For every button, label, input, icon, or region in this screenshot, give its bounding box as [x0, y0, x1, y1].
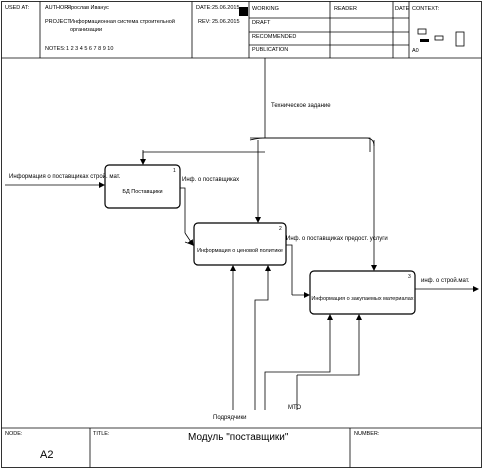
context-node: A0	[412, 48, 419, 54]
status-working: WORKING	[252, 6, 279, 12]
status-publication: PUBLICATION	[252, 47, 289, 53]
author-label: AUTHOR:	[45, 5, 70, 11]
project-label: PROJECT:	[45, 19, 72, 25]
used-at-label: USED AT:	[5, 5, 30, 11]
arrow-label-technical-task: Техническое задание	[271, 103, 331, 109]
status-recommended: RECOMMENDED	[252, 34, 297, 40]
node-label: NODE:	[5, 431, 23, 437]
reader-label: READER	[334, 6, 357, 12]
author-value: Ярослав Иванус	[67, 5, 109, 11]
date-value: 25.06.2015	[212, 5, 240, 11]
diagram-title: Модуль "поставщики"	[188, 432, 289, 443]
arrow-label-materials-out: инф. о строй.мат.	[421, 278, 470, 284]
activity-box-1-number: 1	[173, 168, 176, 174]
rev-label: REV:	[198, 19, 211, 25]
rev-value: 25.06.2015	[212, 19, 240, 25]
arrow-label-contractors: Подрядчики	[213, 415, 247, 421]
activity-box-3-number: 3	[408, 274, 411, 280]
title-label: TITLE:	[93, 431, 110, 437]
activity-box-2-label: Информация о ценовой политике	[197, 248, 283, 254]
arrow-label-supplier-out: Инф. о поставщиках	[182, 177, 240, 183]
project-value-line2: организации	[70, 27, 103, 33]
arrow-label-mto: МТО	[288, 405, 302, 411]
status-draft: DRAFT	[252, 20, 271, 26]
reader-date-label: DATE	[395, 6, 410, 12]
project-value-line1: Информационная система строительной	[70, 19, 175, 25]
date-label: DATE:	[196, 5, 212, 11]
activity-box-1-label: БД Поставщики	[122, 189, 163, 195]
notes-label: NOTES:	[45, 46, 66, 52]
activity-box-3-label: Информация о закупаемых материалах	[311, 296, 414, 302]
activity-box-2-number: 2	[279, 226, 282, 232]
notes-value: 1 2 3 4 5 6 7 8 9 10	[66, 46, 114, 52]
node-value: A2	[40, 449, 54, 461]
arrow-label-service-suppliers: Инф. о поставщиках предост. услуги	[286, 236, 388, 242]
number-label: NUMBER:	[354, 431, 380, 437]
context-label: CONTEXT:	[412, 6, 440, 12]
arrow-label-supplier-info: Информация о поставщиках строй. мат.	[9, 174, 121, 180]
